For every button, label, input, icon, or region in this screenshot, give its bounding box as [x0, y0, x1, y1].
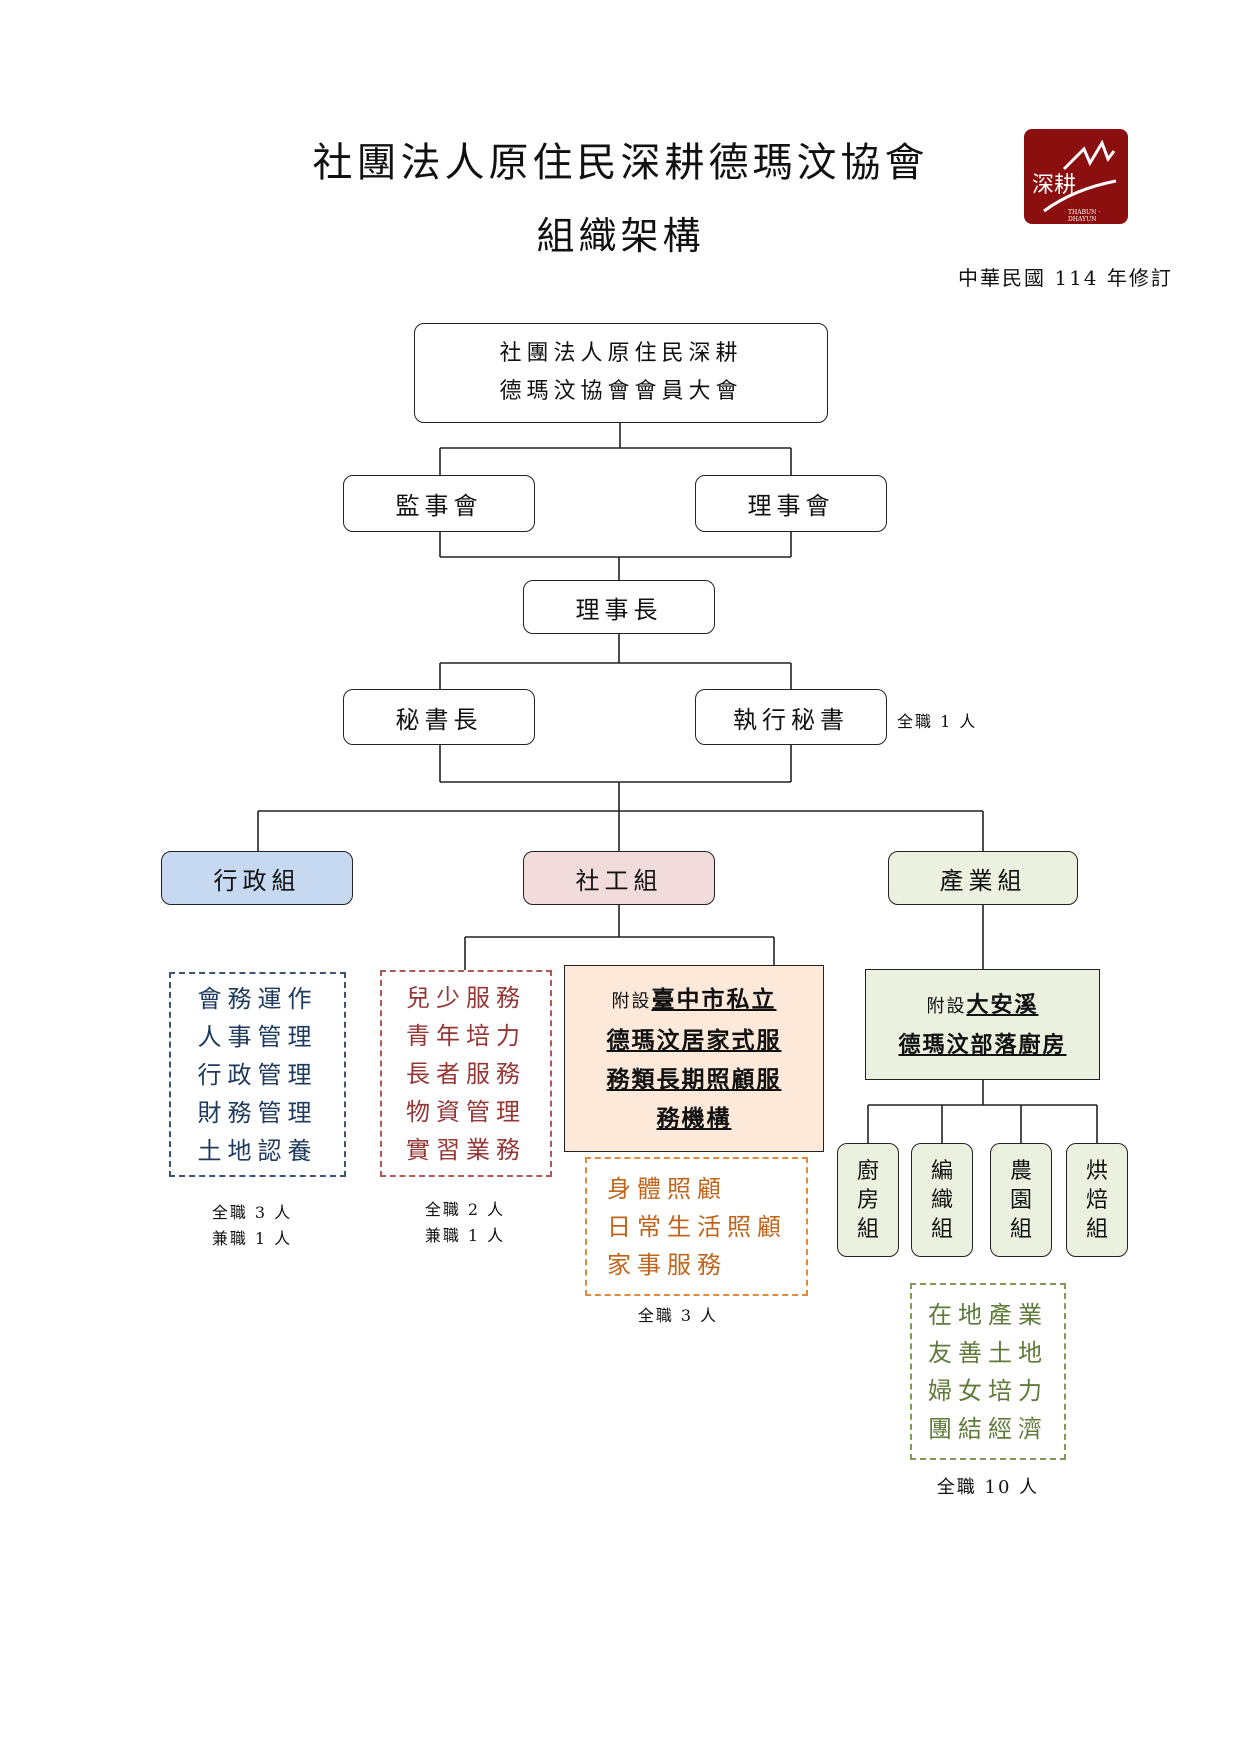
kitchen-duties: 在地產業 友善土地 婦女培力 團結經濟 [910, 1283, 1066, 1460]
homecare-name-4: 務機構 [656, 1104, 732, 1132]
unit-char: 組 [1009, 1216, 1032, 1242]
bakery-unit-node: 烘焙組 [1066, 1143, 1128, 1257]
weaving-unit-node: 編織組 [911, 1143, 973, 1257]
unit-char: 組 [856, 1216, 879, 1242]
homecare-staff: 全職 3 人 [637, 1306, 719, 1325]
social-group-node: 社工組 [523, 851, 715, 905]
industry-group-node: 產業組 [888, 851, 1078, 905]
homecare-name-1: 臺中市私立 [651, 985, 777, 1013]
homecare-name-2: 德瑪汶居家式服 [606, 1026, 782, 1054]
duty-item: 團結經濟 [928, 1414, 1048, 1443]
unit-char: 焙 [1085, 1187, 1108, 1213]
unit-char: 組 [1085, 1216, 1108, 1242]
kitchen-name-1: 大安溪 [966, 991, 1039, 1018]
homecare-agency-node: 附設臺中市私立 德瑪汶居家式服 務類長期照顧服 務機構 [564, 965, 824, 1152]
unit-char: 園 [1009, 1187, 1032, 1213]
homecare-name-3: 務類長期照顧服 [606, 1065, 782, 1093]
logo-mountain-icon [1043, 139, 1117, 213]
kitchen-name-2: 德瑪汶部落廚房 [898, 1031, 1067, 1058]
duty-item: 行政管理 [197, 1060, 318, 1089]
kitchen-prefix: 附設 [926, 995, 967, 1017]
logo-subtext: THABUN · DHAYUN [1068, 209, 1101, 223]
duty-item: 實習業務 [406, 1135, 526, 1164]
unit-char: 廚 [856, 1158, 879, 1184]
unit-char: 烘 [1085, 1158, 1108, 1184]
duty-item: 兒少服務 [406, 983, 526, 1012]
assembly-line2: 德瑪汶協會會員大會 [499, 379, 743, 404]
directors-node: 理事會 [695, 475, 887, 532]
social-duties: 兒少服務 青年培力 長者服務 物資管理 實習業務 [380, 970, 552, 1177]
general-assembly-node: 社團法人原住民深耕 德瑪汶協會會員大會 [414, 323, 828, 423]
unit-char: 組 [930, 1216, 953, 1242]
unit-char: 農 [1009, 1158, 1032, 1184]
duty-item: 家事服務 [607, 1250, 727, 1279]
chairman-node: 理事長 [523, 580, 715, 634]
duty-item: 財務管理 [197, 1098, 318, 1127]
duty-item: 人事管理 [197, 1022, 318, 1051]
admin-staff: 全職 3 人 兼職 1 人 [172, 1200, 332, 1252]
duty-item: 物資管理 [406, 1097, 526, 1126]
farm-unit-node: 農園組 [990, 1143, 1052, 1257]
staff-parttime: 兼職 1 人 [211, 1229, 293, 1248]
kitchen-unit-node: 廚房組 [837, 1143, 899, 1257]
duty-item: 土地認養 [197, 1136, 318, 1165]
logo-text: 深耕 [1032, 173, 1077, 198]
admin-group-node: 行政組 [161, 851, 353, 905]
assembly-line1: 社團法人原住民深耕 [499, 341, 743, 366]
revision-date: 中華民國 114 年修訂 [958, 266, 1173, 290]
duty-item: 會務運作 [197, 984, 318, 1013]
supervisors-node: 監事會 [343, 475, 535, 532]
duty-item: 婦女培力 [928, 1376, 1048, 1405]
page-subtitle: 組織架構 [536, 214, 705, 258]
unit-char: 編 [930, 1158, 953, 1184]
duty-item: 友善土地 [928, 1338, 1048, 1367]
staff-parttime: 兼職 1 人 [424, 1226, 506, 1245]
admin-duties: 會務運作 人事管理 行政管理 財務管理 土地認養 [169, 972, 346, 1177]
duty-item: 青年培力 [406, 1021, 526, 1050]
duty-item: 日常生活照顧 [607, 1212, 787, 1241]
social-staff: 全職 2 人 兼職 1 人 [385, 1197, 545, 1249]
homecare-prefix: 附設 [611, 990, 652, 1012]
duty-item: 長者服務 [406, 1059, 526, 1088]
exec-secretary-node: 執行秘書 [695, 689, 887, 745]
duty-item: 在地產業 [928, 1300, 1048, 1329]
duty-item: 身體照顧 [607, 1174, 727, 1203]
homecare-duties: 身體照顧 日常生活照顧 家事服務 [585, 1157, 808, 1296]
secretary-general-node: 秘書長 [343, 689, 535, 745]
unit-char: 房 [856, 1187, 879, 1213]
kitchen-staff: 全職 10 人 [936, 1477, 1040, 1498]
unit-char: 織 [930, 1187, 953, 1213]
staff-fulltime: 全職 2 人 [424, 1200, 506, 1219]
exec-secretary-staff: 全職 1 人 [897, 712, 978, 731]
association-logo: 深耕 THABUN · DHAYUN [1024, 129, 1128, 224]
page-title: 社團法人原住民深耕德瑪汶協會 [312, 140, 929, 186]
tribal-kitchen-node: 附設大安溪 德瑪汶部落廚房 [865, 969, 1100, 1080]
staff-fulltime: 全職 3 人 [211, 1203, 293, 1222]
